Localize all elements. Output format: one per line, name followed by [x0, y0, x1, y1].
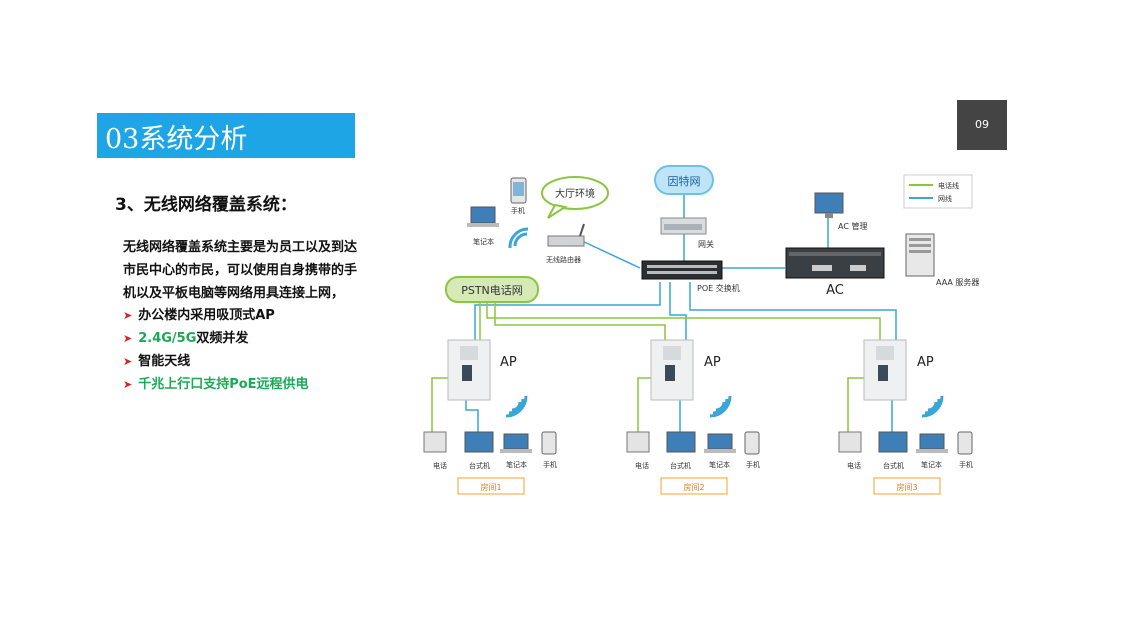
ap-label: AP [500, 355, 517, 370]
ap-label: AP [917, 355, 934, 370]
device-label: 台式机 [469, 461, 490, 470]
ac-unit: AC [785, 247, 885, 298]
wifi-icon [921, 395, 944, 418]
arrow-icon: ➤ [123, 378, 133, 391]
bullet-item: ➤ 千兆上行口支持PoE远程供电 [123, 373, 309, 396]
ap-3: AP [863, 339, 944, 418]
network-lines [465, 190, 897, 432]
bullet-list: ➤ 办公楼内采用吸顶式AP ➤ 2.4G/5G双频并发 ➤ 智能天线 ➤ 千兆上行口支持… [123, 304, 309, 396]
poe-switch: POE 交换机 [641, 260, 740, 293]
internet-label: 因特网 [668, 174, 701, 188]
arrow-icon: ➤ [123, 332, 133, 345]
wifi-icon [505, 395, 528, 418]
pstn-label: PSTN电话网 [461, 284, 523, 297]
title-bar: 03系统分析 [97, 113, 355, 158]
legend-phone-line: 电话线 [938, 181, 959, 190]
bullet-text: 办公楼内采用吸顶式AP [138, 308, 275, 323]
device-label: 台式机 [670, 461, 691, 470]
ap-1: AP [447, 339, 528, 418]
devices-room-2: 电话 台式机 笔记本 手机 房间2 [626, 431, 760, 495]
bullet-text: 千兆上行口支持PoE远程供电 [138, 377, 309, 392]
legend: 电话线 网线 [903, 174, 973, 209]
wireless-router-label: 无线路由器 [546, 255, 581, 264]
section-heading: 3、无线网络覆盖系统： [115, 195, 297, 215]
legend-network-line: 网线 [938, 194, 952, 203]
bullet-text: 智能天线 [138, 354, 191, 369]
gateway-node: 网关 [660, 217, 714, 249]
device-label: 手机 [746, 460, 760, 469]
bullet-prefix: 2.4G/5G [138, 331, 197, 346]
internet-node: 因特网 [654, 165, 714, 195]
devices-room-1: 电话 台式机 笔记本 手机 房间1 [423, 431, 557, 495]
phone-top-label: 手机 [511, 206, 525, 215]
bullet-text: 双频并发 [196, 331, 249, 346]
bullet-item: ➤ 办公楼内采用吸顶式AP [123, 304, 309, 327]
ap-label: AP [704, 355, 721, 370]
device-label: 笔记本 [921, 460, 942, 469]
room-label: 房间1 [480, 482, 501, 492]
aaa-server-label: AAA 服务器 [936, 277, 979, 287]
page-number: 09 [957, 100, 1007, 150]
poe-switch-label: POE 交换机 [697, 283, 740, 293]
devices-room-3: 电话 台式机 笔记本 手机 房间3 [838, 431, 973, 495]
ac-manage-label: AC 管理 [838, 221, 867, 231]
device-label: 手机 [959, 460, 973, 469]
laptop-top-label: 笔记本 [473, 237, 494, 246]
device-label: 电话 [635, 461, 649, 470]
description-line: 市民中心的市民，可以使用自身携带的手 [123, 263, 358, 278]
ac-label: AC [826, 283, 844, 298]
device-label: 笔记本 [506, 460, 527, 469]
room-label: 房间3 [896, 482, 917, 492]
laptop-top: 笔记本 [467, 206, 499, 246]
hall-label: 大厅环境 [555, 187, 595, 200]
pstn-node: PSTN电话网 [445, 276, 539, 303]
bullet-item: ➤ 2.4G/5G双频并发 [123, 327, 309, 350]
bullet-item: ➤ 智能天线 [123, 350, 309, 373]
room-box [457, 477, 525, 495]
device-label: 手机 [543, 460, 557, 469]
page-title: 03系统分析 [105, 124, 248, 155]
wireless-router: 无线路由器 [546, 223, 585, 264]
room-label: 房间2 [683, 482, 704, 492]
phone-top: 手机 [510, 177, 527, 215]
description-line: 机以及平板电脑等网络用具连接上网， [123, 286, 345, 301]
arrow-icon: ➤ [123, 355, 133, 368]
arrow-icon: ➤ [123, 309, 133, 322]
device-label: 电话 [847, 461, 861, 470]
wifi-icon [508, 227, 529, 249]
description: 无线网络覆盖系统主要是为员工以及到达 市民中心的市民，可以使用自身携带的手 机以… [123, 236, 423, 305]
device-label: 电话 [433, 461, 447, 470]
aaa-server: AAA 服务器 [905, 233, 979, 287]
gateway-label: 网关 [698, 239, 714, 249]
device-label: 台式机 [883, 461, 904, 470]
wifi-icon [709, 395, 732, 418]
device-label: 笔记本 [709, 460, 730, 469]
ac-manage-node: AC 管理 [814, 192, 867, 231]
hall-bubble: 大厅环境 [541, 176, 609, 219]
room-box [873, 477, 941, 495]
ap-2: AP [650, 339, 732, 418]
description-line: 无线网络覆盖系统主要是为员工以及到达 [123, 240, 358, 255]
room-box [660, 477, 728, 495]
